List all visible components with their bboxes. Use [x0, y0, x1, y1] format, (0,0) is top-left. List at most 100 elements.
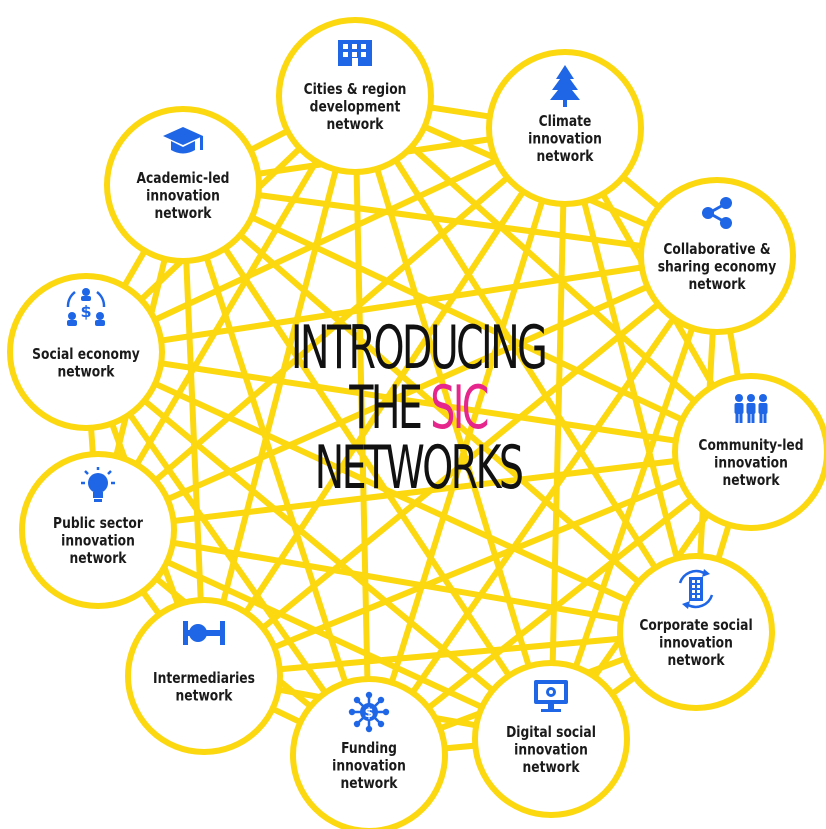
title-line-3: NETWORKS	[314, 433, 524, 503]
node-circle	[7, 273, 165, 431]
title-line-2-prefix: THE	[349, 373, 431, 443]
node-circle	[638, 177, 796, 335]
people-icon	[734, 394, 768, 423]
node-label-line: Academic-led	[137, 170, 230, 187]
connection-cities-climate	[423, 103, 497, 121]
node-label-line: innovation	[332, 757, 406, 774]
node-label-line: network	[689, 276, 747, 293]
node-label-line: network	[58, 363, 116, 380]
connection-climate-collaborative	[617, 171, 665, 213]
diagram-title: INTRODUCING THE SIC NETWORKS	[283, 318, 554, 498]
connection-cities-community	[405, 141, 701, 407]
connection-social-academic	[119, 244, 150, 293]
graduation-cap-icon	[163, 127, 203, 154]
node-label-line: network	[523, 759, 581, 776]
connection-cities-intermediaries	[219, 162, 340, 610]
node-circle	[617, 553, 775, 711]
building-icon	[338, 40, 372, 66]
social-economy-icon: $	[66, 288, 106, 326]
title-line-2: THE SIC	[283, 378, 554, 438]
node-label-line: network	[70, 550, 128, 567]
connection-community-academic	[245, 212, 689, 425]
node-label-line: network	[155, 205, 213, 222]
node-label-line: Corporate social	[639, 617, 752, 634]
connection-climate-funding	[387, 193, 547, 690]
node-label-line: network	[723, 472, 781, 489]
connection-collaborative-funding	[407, 312, 679, 699]
node-circle	[472, 660, 630, 818]
node-label-line: Funding	[341, 740, 397, 757]
lightbulb-icon	[81, 467, 115, 502]
connection-digital-social	[138, 395, 499, 696]
node-circle	[486, 49, 644, 207]
connection-collaborative-social	[154, 263, 649, 345]
node-circle	[276, 17, 434, 175]
dollar-network-icon: $	[348, 691, 390, 733]
node-label-line: Cities & region	[304, 81, 407, 98]
rotating-building-icon	[678, 569, 714, 609]
title-line-1: INTRODUCING	[290, 313, 548, 383]
intermediary-icon	[183, 621, 225, 645]
node-label-line: sharing economy	[658, 258, 777, 275]
node-circle	[104, 106, 262, 264]
connection-community-intermediaries	[267, 476, 688, 652]
connection-collaborative-intermediaries	[256, 298, 665, 634]
node-label-line: innovation	[61, 532, 135, 549]
connection-intermediaries-academic	[183, 253, 204, 608]
node-label-line: network	[327, 116, 385, 133]
node-label-line: innovation	[528, 130, 602, 147]
node-circle	[19, 451, 177, 609]
connection-corporate-public	[166, 539, 628, 623]
connection-corporate-social	[148, 379, 634, 605]
node-label-line: network	[176, 687, 234, 704]
node-label-line: Climate	[539, 113, 592, 130]
connection-community-public	[166, 457, 683, 525]
connection-lines	[87, 103, 742, 752]
node-circle	[290, 676, 448, 829]
connection-climate-digital	[549, 197, 567, 670]
node-label-line: development	[310, 98, 401, 115]
node-circle	[125, 597, 283, 755]
node-circle	[672, 373, 826, 531]
node-label-line: network	[537, 148, 595, 165]
node-label-line: network	[668, 652, 726, 669]
connection-collaborative-academic	[251, 191, 649, 250]
connection-funding-social	[124, 407, 331, 700]
node-label-line: Social economy	[32, 346, 140, 363]
node-label-line: Public sector	[53, 515, 143, 532]
connection-cities-academic	[243, 126, 295, 155]
node-label-line: Intermediaries	[153, 670, 255, 687]
connection-climate-social	[148, 155, 503, 325]
svg-text:$: $	[80, 302, 91, 321]
node-label-line: Digital social	[506, 724, 596, 741]
svg-text:$: $	[364, 706, 373, 721]
node-label-line: innovation	[659, 634, 733, 651]
tree-icon	[550, 65, 580, 107]
connection-climate-public	[149, 172, 514, 486]
connection-cities-corporate	[390, 153, 661, 575]
connection-corporate-academic	[234, 229, 645, 588]
share-icon	[702, 197, 732, 229]
connection-community-corporate	[714, 517, 733, 567]
connection-collaborative-public	[160, 282, 655, 504]
connection-funding-academic	[202, 250, 350, 690]
node-label-line: innovation	[146, 187, 220, 204]
connection-digital-public	[160, 557, 489, 712]
node-label-line: Collaborative &	[663, 241, 770, 258]
monitor-gear-icon	[534, 680, 568, 712]
title-accent-sic: SIC	[430, 373, 489, 443]
node-label-line: innovation	[514, 741, 588, 758]
node-label-line: Community-led	[698, 437, 803, 454]
connection-cities-funding	[353, 165, 371, 686]
